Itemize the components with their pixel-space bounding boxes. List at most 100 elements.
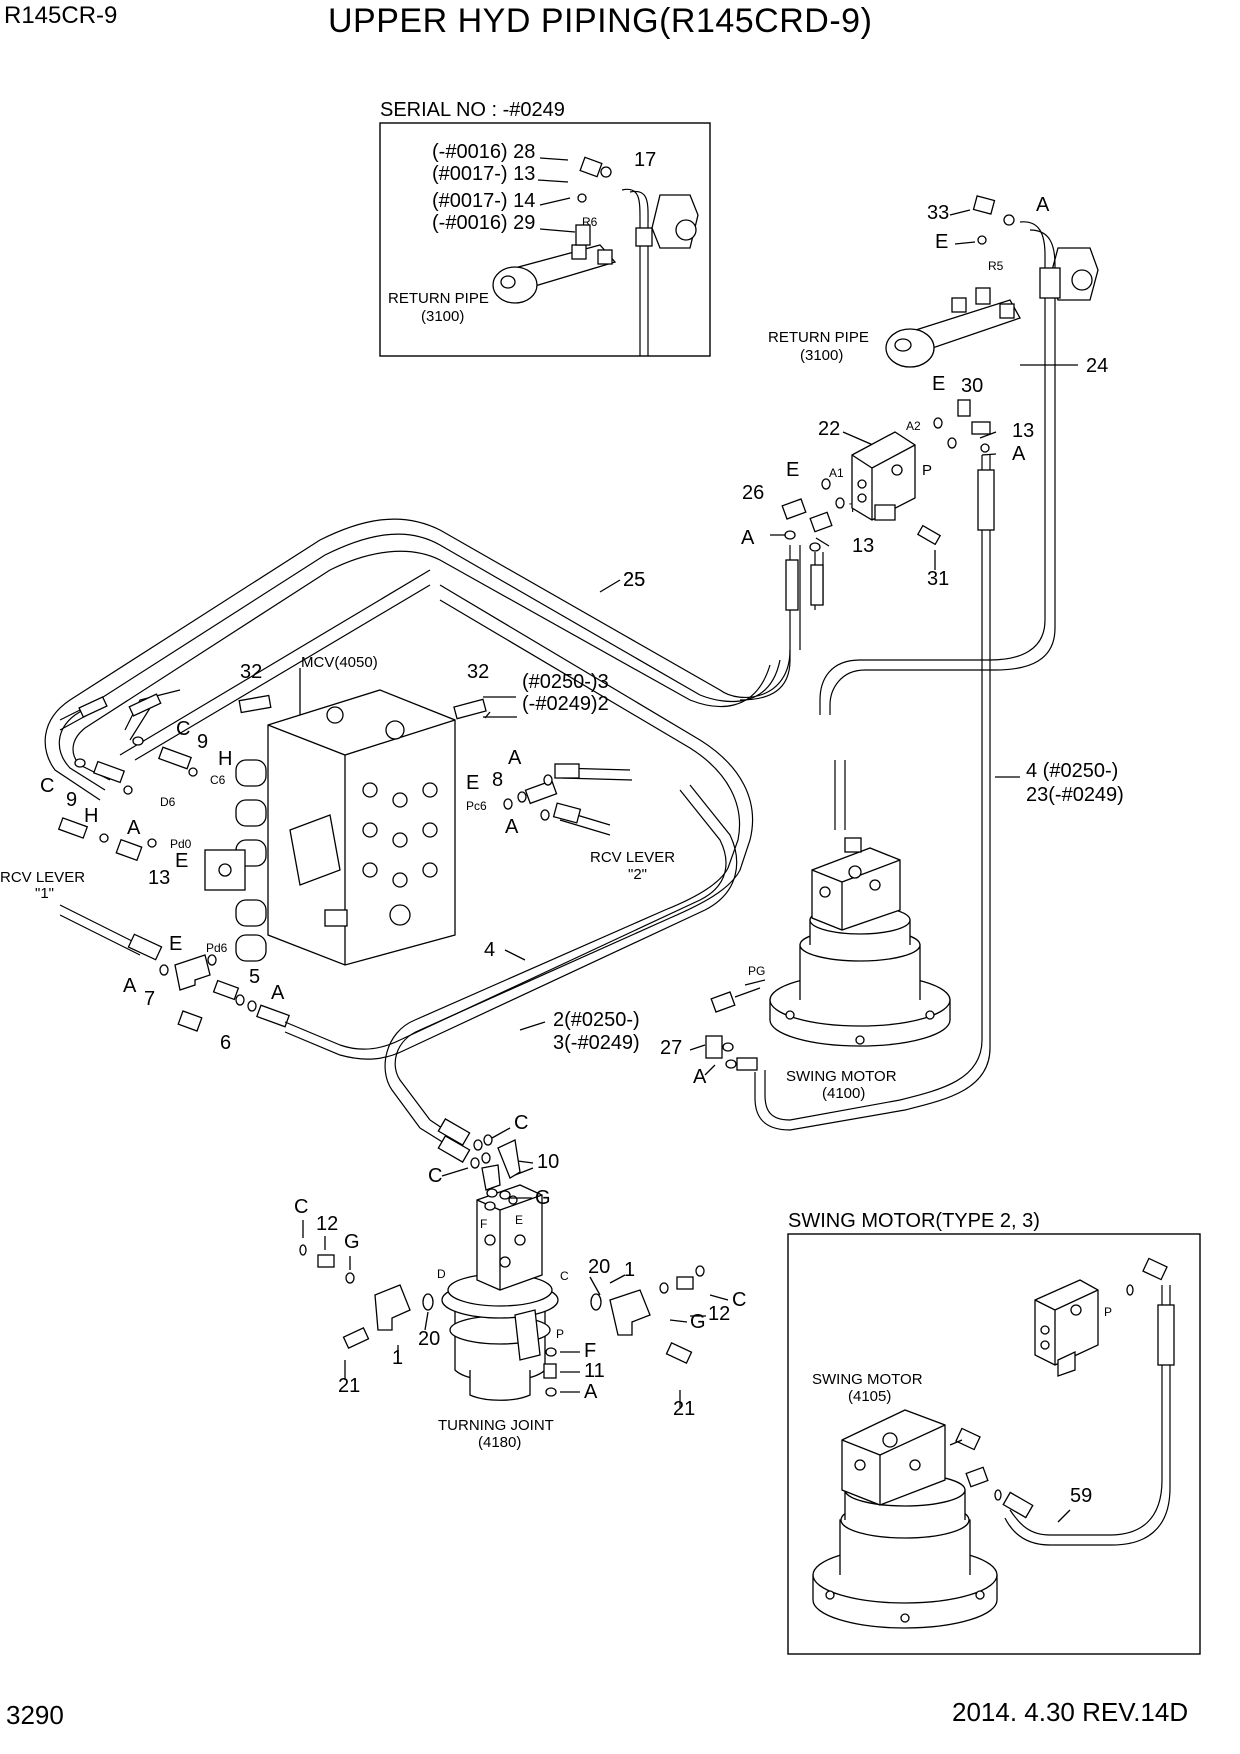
callout: C — [514, 1112, 528, 1134]
callout: 12 — [316, 1213, 338, 1235]
return-pipe-label: RETURN PIPE — [768, 329, 869, 346]
callout: E — [932, 373, 945, 395]
callout: 13 — [852, 535, 874, 557]
callout: PG — [748, 964, 765, 978]
rcv-lever-1-label: RCV LEVER — [0, 869, 85, 886]
page-title: UPPER HYD PIPING(R145CRD-9) — [328, 2, 873, 40]
inset-swing-motor: SWING MOTOR(TYPE 2, 3) SWING MOTOR (4105… — [787, 1210, 1201, 1655]
inset-label: 17 — [634, 149, 656, 171]
callout: P — [922, 462, 932, 479]
rcv-lever-1: RCV LEVER "1" — [0, 869, 163, 961]
callout: A — [271, 982, 285, 1004]
callout: 7 — [144, 988, 155, 1010]
callout: 4 (#0250-) — [1026, 760, 1118, 782]
callout: 26 — [742, 482, 764, 504]
inset-serial: SERIAL NO : -#0249 (-#0016) 28 (#0017-) … — [379, 99, 711, 357]
callout: E — [786, 459, 799, 481]
callout: 21 — [673, 1398, 695, 1420]
callout: Pc6 — [466, 799, 487, 813]
callout: 13 — [1012, 420, 1034, 442]
callout: C — [560, 1269, 569, 1283]
mcv-label: MCV(4050) — [301, 654, 378, 671]
callout: 33 — [927, 202, 949, 224]
callout: 31 — [927, 568, 949, 590]
callout: A — [693, 1066, 707, 1088]
pipe-loop-25: 25 — [44, 518, 791, 801]
rcv-lever-1-number: "1" — [35, 885, 54, 902]
callout: 12 — [708, 1303, 730, 1325]
callout: G — [535, 1187, 551, 1209]
rcv-lever-2-label: RCV LEVER — [590, 849, 675, 866]
return-pipe-code: (3100) — [800, 347, 843, 364]
inset-label: (-#0016) 28 — [432, 141, 535, 163]
callout: A — [508, 747, 522, 769]
model-code: R145CR-9 — [4, 2, 118, 29]
rcv-lever-2: RCV LEVER "2" — [590, 849, 675, 883]
callout: H — [84, 805, 98, 827]
inset-return-pipe-code: (3100) — [421, 308, 464, 325]
callout: 10 — [537, 1151, 559, 1173]
swing-motor-code: (4100) — [822, 1085, 865, 1102]
callout: 2(#0250-) — [553, 1009, 640, 1031]
callout: F — [480, 1217, 487, 1231]
callout: Pd6 — [206, 941, 228, 955]
callout: 32 — [467, 661, 489, 683]
callout: 3(-#0249) — [553, 1032, 640, 1054]
inset-return-pipe-label: RETURN PIPE — [388, 290, 489, 307]
callout: A — [741, 527, 755, 549]
inset-label: P — [1104, 1305, 1112, 1319]
inset-return-pipe-drawing — [492, 156, 699, 356]
swing-motor-label: SWING MOTOR — [786, 1068, 897, 1085]
revision-date: 2014. 4.30 REV.14D — [952, 1697, 1189, 1727]
callout: C — [176, 718, 190, 740]
inset-label: (-#0016) 29 — [432, 212, 535, 234]
page-number: 3290 — [6, 1700, 64, 1730]
callout: E — [466, 772, 479, 794]
callout: D — [437, 1267, 446, 1281]
turning-joint-code: (4180) — [478, 1434, 521, 1451]
callout: 11 — [584, 1360, 605, 1382]
callout: 13 — [148, 867, 170, 889]
callout: Pd0 — [170, 837, 192, 851]
callout: E — [175, 850, 188, 872]
callout: 21 — [338, 1375, 360, 1397]
bottom-callouts: C 10 C G C 12 G F E D C 20 1 G 12 C P F … — [294, 1112, 746, 1420]
callout: C — [40, 775, 54, 797]
callout: E — [935, 231, 948, 253]
callout: 25 — [623, 569, 645, 591]
callout: C6 — [210, 773, 226, 787]
mid-callouts: 4 (#0250-) 23(-#0249) E Pd6 A 7 5 A 6 4 … — [123, 584, 1124, 1131]
callout: A — [505, 816, 519, 838]
callout: 1 — [624, 1259, 635, 1281]
callout: A — [584, 1381, 598, 1403]
mcv-callouts: 32 32 (#0250-)3 (-#0249)2 C 9 H C6 C 9 D… — [40, 661, 633, 889]
inset-swing-heading: SWING MOTOR(TYPE 2, 3) — [788, 1210, 1040, 1232]
callout: C — [428, 1165, 442, 1187]
callout: A — [1036, 194, 1050, 216]
mcv-assembly: MCV(4050) — [204, 654, 456, 966]
callout: 20 — [418, 1328, 440, 1350]
callout: P — [556, 1327, 564, 1341]
inset-serial-heading: SERIAL NO : -#0249 — [380, 99, 565, 121]
callout: A — [123, 975, 137, 997]
callout: F — [584, 1340, 596, 1362]
callout: 23(-#0249) — [1026, 784, 1124, 806]
callout: 27 — [660, 1037, 682, 1059]
callout: A1 — [829, 466, 844, 480]
inset-swing-motor-code: (4105) — [848, 1388, 891, 1405]
callout: 20 — [588, 1256, 610, 1278]
callout: 9 — [197, 731, 208, 753]
inset-swing-frame — [787, 1233, 1201, 1655]
callout: A — [127, 817, 141, 839]
callout: E — [515, 1213, 523, 1227]
callout: (-#0249)2 — [522, 693, 609, 715]
inset-label: (#0017-) 13 — [432, 163, 535, 185]
callout: R5 — [988, 259, 1004, 273]
callout: D6 — [160, 795, 176, 809]
inset-label: (#0017-) 14 — [432, 190, 535, 212]
callout: G — [344, 1231, 360, 1253]
callout: A — [1012, 443, 1026, 465]
callout: 4 — [484, 939, 495, 961]
callout: G — [690, 1311, 706, 1333]
